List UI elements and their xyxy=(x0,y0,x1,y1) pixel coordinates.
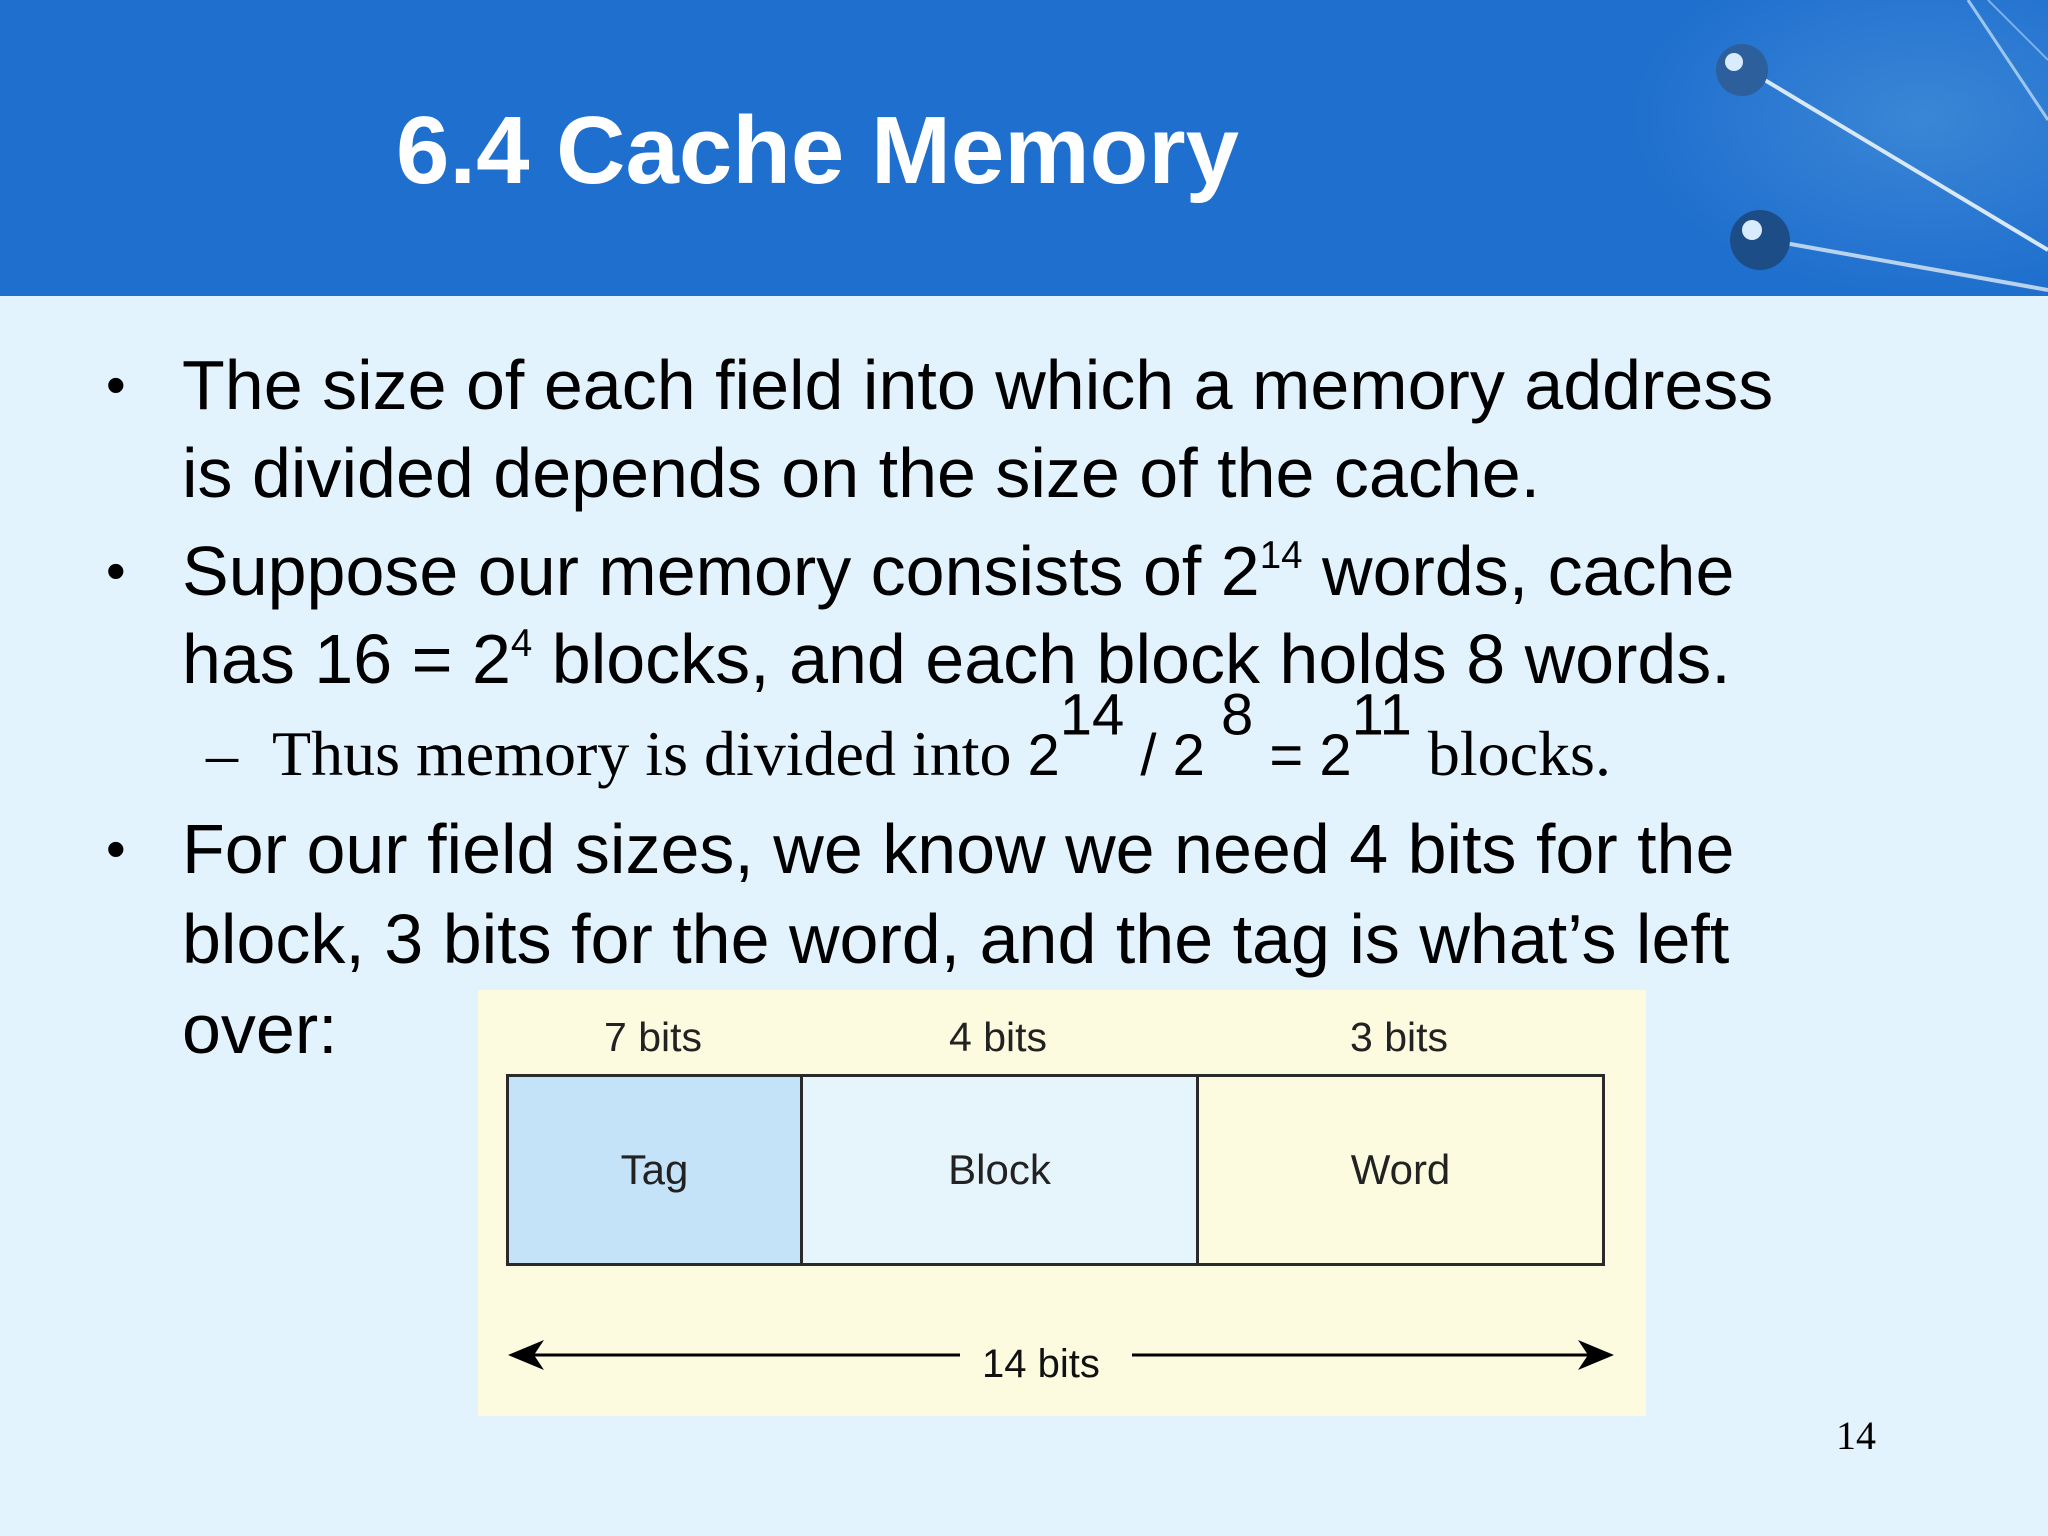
bullet-2-line-2-text: has 16 = 2 xyxy=(182,620,511,698)
slide-header: 6.4 Cache Memory xyxy=(0,0,2048,296)
sub-bullet-equals: = 2 xyxy=(1253,723,1352,788)
word-field-label: Word xyxy=(1350,1146,1451,1193)
sub-bullet-lead: Thus memory is divided into xyxy=(272,718,1028,789)
bullet-2-line-1: Suppose our memory consists of 214 words… xyxy=(182,526,1734,616)
bullet-2-line-1-text: Suppose our memory consists of 2 xyxy=(182,532,1260,610)
bullet-3-line-3: over: xyxy=(182,990,338,1068)
exponent: 14 xyxy=(1059,682,1125,748)
bullet-3-line-2: block, 3 bits for the word, and the tag … xyxy=(182,900,1730,978)
bullet-1-line-2: is divided depends on the size of the ca… xyxy=(182,434,1541,512)
sub-bullet-text: Thus memory is divided into 214 / 2 8 = … xyxy=(272,686,1611,796)
tag-field: Tag xyxy=(506,1074,803,1266)
bullet-3-line-1: For our field sizes, we know we need 4 b… xyxy=(182,810,1735,888)
word-bits-label: 3 bits xyxy=(1350,1014,1448,1060)
pushpin-icon xyxy=(1716,0,2048,292)
exponent: 11 xyxy=(1351,682,1412,748)
tag-field-label: Tag xyxy=(620,1146,689,1193)
slide-title: 6.4 Cache Memory xyxy=(396,97,1240,204)
bullet-marker: • xyxy=(106,539,126,602)
page-number: 14 xyxy=(1836,1413,1876,1458)
total-bits-label: 14 bits xyxy=(982,1342,1100,1386)
bullet-1-line-1: The size of each field into which a memo… xyxy=(182,346,1774,424)
sub-bullet-divisor: / 2 xyxy=(1124,723,1205,788)
sub-bullet-dash: – xyxy=(206,718,238,789)
bullet-2-line-1-rest: words, cache xyxy=(1302,532,1735,610)
block-bits-label: 4 bits xyxy=(949,1014,1047,1060)
bullet-marker: • xyxy=(106,353,126,416)
exponent: 4 xyxy=(510,622,533,666)
sub-bullet-base: 2 xyxy=(1027,723,1060,788)
exponent: 14 xyxy=(1259,534,1303,578)
exponent: 8 xyxy=(1204,682,1254,748)
word-field: Word xyxy=(1196,1074,1605,1266)
bullet-2-line-2: has 16 = 24 blocks, and each block holds… xyxy=(182,614,1731,704)
address-format-diagram: 7 bits 4 bits 3 bits Tag Block Word 14 b… xyxy=(478,990,1646,1416)
block-field: Block xyxy=(800,1074,1199,1266)
tag-bits-label: 7 bits xyxy=(604,1014,702,1060)
block-field-label: Block xyxy=(948,1146,1051,1193)
sub-bullet-tail: blocks. xyxy=(1411,718,1611,789)
total-bits-arrow xyxy=(508,1340,1614,1370)
header-decoration xyxy=(1628,0,2048,296)
bullet-2-line-2-rest: blocks, and each block holds 8 words. xyxy=(532,620,1731,698)
bullet-marker: • xyxy=(106,817,126,880)
